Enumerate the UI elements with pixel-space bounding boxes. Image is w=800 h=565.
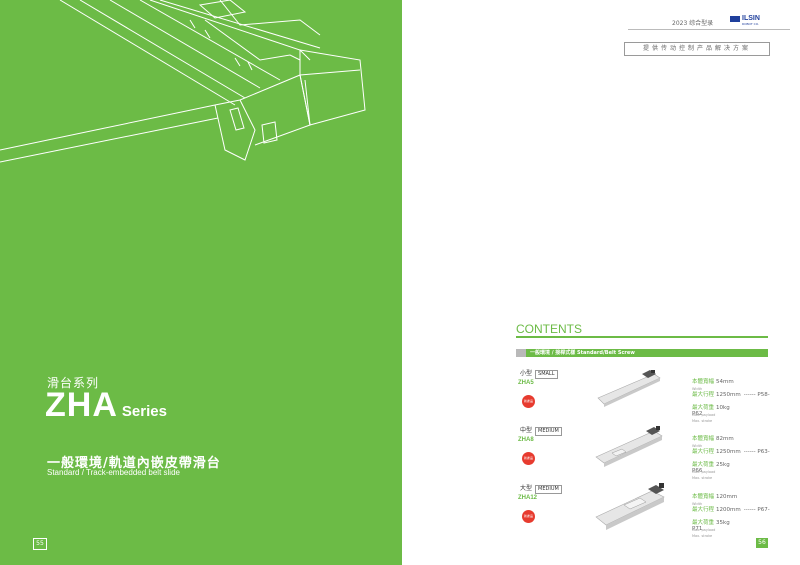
spec-label-en: Max. payload [692, 470, 716, 474]
section-bar: 一般環境 / 接桿式樣 Standard/Belt Screw [516, 349, 768, 357]
spec-label: 本體寬幅 [692, 379, 715, 385]
series-category: 滑台系列 [47, 376, 100, 390]
slogan: 提供传动控制产品解决方案 [624, 42, 770, 56]
catalog-year: 2023 综合型录 [672, 20, 714, 27]
spec-label: 最大行程 [692, 392, 715, 398]
model-code: ZHA5 [518, 380, 534, 386]
series-code: ZHA [45, 386, 118, 424]
product-title-en: Standard / Track-embedded belt slide [47, 468, 180, 477]
product-image-icon [595, 483, 665, 530]
page-reference[interactable]: ------ P67-P71 [692, 507, 770, 532]
page-number-left: 55 [33, 538, 47, 550]
new-product-badge: 新產品 [522, 395, 535, 408]
size-en: SMALL [535, 370, 558, 379]
spec-label-en: Max. stroke [692, 419, 713, 423]
page-reference[interactable]: ------ P63-P66 [692, 449, 770, 474]
spec-label-en: Max. stroke [692, 534, 713, 538]
spec-label: 最大行程 [692, 449, 715, 455]
spec-label-en: Max. payload [692, 528, 716, 532]
logo-subtext: ROBOT CO. [742, 22, 759, 26]
spec-value: 1250mm [716, 392, 741, 398]
size-cn: 大型 [520, 485, 533, 492]
product-image-icon [595, 426, 663, 467]
spec-value: 82mm [716, 436, 734, 442]
size-en: MEDIUM [535, 427, 562, 436]
spec-label: 最大荷重 [692, 520, 715, 526]
spec-label: 最大荷重 [692, 462, 715, 468]
spec-label-en: Max. payload [692, 413, 716, 417]
product-title-cn: 一般環境/軌道內嵌皮帶滑台 [47, 456, 221, 471]
spec-label-en: Max. stroke [692, 476, 713, 480]
spec-label-en: Width [692, 502, 703, 506]
product-image-icon [597, 370, 661, 407]
series-suffix: Series [121, 403, 167, 420]
contents-heading: CONTENTS [516, 322, 582, 336]
logo-text: ILSIN [742, 15, 760, 22]
logo-mark-icon [730, 16, 740, 22]
spec-value: 1200mm [716, 507, 741, 513]
spec-value: 10kg [716, 405, 730, 411]
belt-slide-line-art [0, 0, 366, 163]
spec-label: 本體寬幅 [692, 436, 715, 442]
page-reference[interactable]: ------ P58-P62 [692, 392, 770, 417]
spec-label: 最大荷重 [692, 405, 715, 411]
spec-label-en: Width [692, 444, 703, 448]
new-product-badge: 新產品 [522, 510, 535, 523]
model-code: ZHA12 [518, 495, 538, 501]
new-product-badge: 新產品 [522, 452, 535, 465]
section-tab [516, 349, 526, 357]
right-page: 2023 综合型录 ILSIN ROBOT CO. 提供传动控制产品解决方案 C… [402, 0, 800, 565]
spec-value: 54mm [716, 379, 734, 385]
spec-value: 120mm [716, 494, 738, 500]
size-cn: 小型 [520, 370, 533, 377]
page-number-right: 56 [756, 538, 768, 548]
section-label: 一般環境 / 接桿式樣 Standard/Belt Screw [530, 350, 635, 356]
spec-label: 最大行程 [692, 507, 715, 513]
spec-value: 35kg [716, 520, 730, 526]
spec-value: 1250mm [716, 449, 741, 455]
spec-label: 本體寬幅 [692, 494, 715, 500]
company-logo: ILSIN ROBOT CO. [730, 15, 770, 26]
size-cn: 中型 [520, 427, 533, 434]
spec-label-en: Width [692, 387, 703, 391]
spec-value: 25kg [716, 462, 730, 468]
size-en: MEDIUM [535, 485, 562, 494]
contents-rule [516, 336, 768, 338]
model-code: ZHA8 [518, 437, 534, 443]
header-rule [628, 29, 790, 30]
